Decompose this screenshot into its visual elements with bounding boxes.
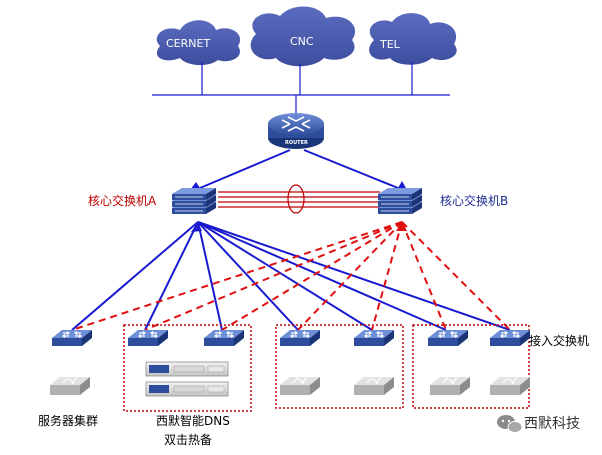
dns-label-line2: 双击热备 <box>164 433 212 447</box>
dns-appliance-2 <box>145 381 229 397</box>
endpoint-icon-3 <box>429 376 471 396</box>
link-core-b-acc3 <box>221 221 403 331</box>
core-switch-a <box>171 187 217 215</box>
cloud-cnc: CNC <box>250 6 356 67</box>
link-router-core-a <box>199 149 291 189</box>
access-switch-7 <box>489 329 531 347</box>
core-trunk <box>218 184 380 214</box>
core-switch-b <box>377 187 423 215</box>
access-switch-2 <box>127 329 169 347</box>
access-switch-6 <box>427 329 469 347</box>
link-core-a-acc6 <box>197 221 447 331</box>
endpoint-icon-1 <box>279 376 321 396</box>
arrow-core-b-down <box>396 222 407 231</box>
router-label: ROUTER <box>285 140 308 146</box>
link-core-b-acc1 <box>71 221 403 331</box>
link-core-b-acc6 <box>401 221 447 331</box>
link-core-b-acc2 <box>144 221 403 331</box>
cloud-cernet: CERNET <box>156 20 241 66</box>
router-icon: ROUTER <box>268 113 324 149</box>
cloud-cnc-label: CNC <box>290 35 314 48</box>
access-switch-label: 接入交换机 <box>529 333 589 348</box>
cloud-tel: TEL <box>369 13 457 65</box>
red-links <box>71 221 511 331</box>
link-core-b-acc7 <box>401 221 511 331</box>
dns-appliance-1 <box>145 361 229 377</box>
link-router-core-b <box>303 149 399 189</box>
watermark: 西默科技 <box>497 415 580 433</box>
cloud-cernet-label: CERNET <box>166 37 210 50</box>
dns-label-line1: 西默智能DNS <box>156 413 230 428</box>
arrow-core-b-up <box>398 181 407 190</box>
backbone-links <box>152 62 450 116</box>
server-cluster-icon <box>49 376 91 396</box>
link-core-b-acc4 <box>297 221 403 331</box>
core-switch-a-label: 核心交换机A <box>88 193 157 208</box>
wechat-icon <box>497 415 523 433</box>
access-switch-5 <box>353 329 395 347</box>
blue-links <box>71 149 511 331</box>
endpoint-icon-4 <box>489 376 531 396</box>
access-switch-1 <box>51 329 93 347</box>
link-core-a-acc1 <box>71 221 199 331</box>
core-switch-b-label: 核心交换机B <box>440 193 508 208</box>
group-dns <box>123 324 252 412</box>
link-core-a-acc5 <box>197 221 373 331</box>
link-core-a-acc3 <box>197 221 223 331</box>
access-switch-3 <box>203 329 245 347</box>
link-core-b-acc5 <box>371 221 403 331</box>
group-access-mid <box>275 324 404 409</box>
arrow-core-a-down <box>191 222 202 232</box>
access-switch-4 <box>279 329 321 347</box>
groups <box>123 324 530 412</box>
endpoint-icon-2 <box>353 376 395 396</box>
link-core-a-acc2 <box>144 221 199 331</box>
link-core-a-acc4 <box>197 221 299 331</box>
link-core-a-acc7 <box>197 221 511 331</box>
watermark-label: 西默科技 <box>524 416 580 432</box>
group-access-right <box>412 324 530 409</box>
server-cluster-label: 服务器集群 <box>38 413 98 428</box>
lag-ellipse <box>287 184 305 214</box>
cloud-tel-label: TEL <box>379 38 401 51</box>
